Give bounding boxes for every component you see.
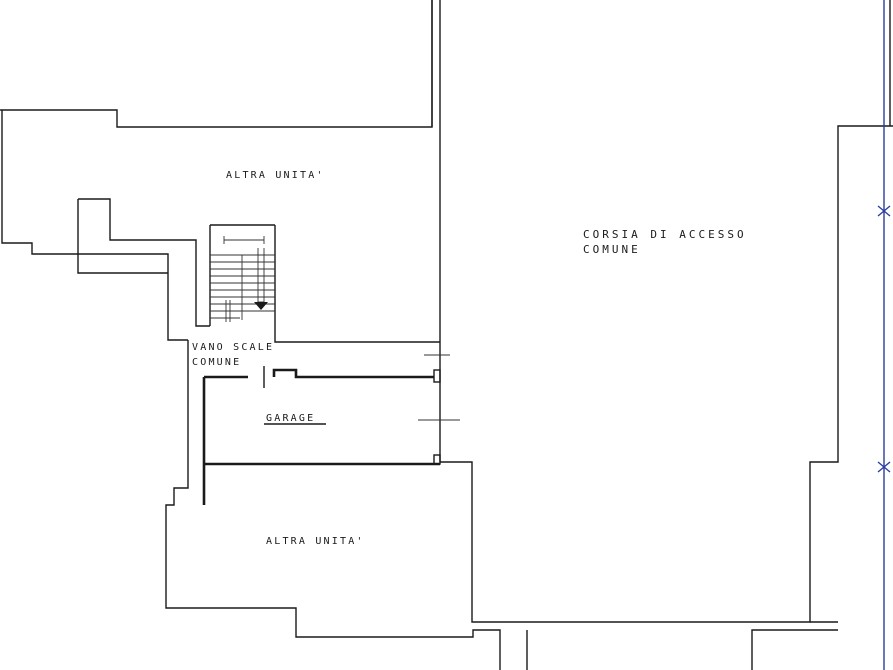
stair-arrow-icon: [254, 302, 268, 310]
garage-outline: [202, 354, 460, 505]
stairs: [210, 236, 275, 322]
unit-top-outline: [0, 0, 433, 341]
label-vano-line2: COMUNE: [192, 357, 241, 368]
property-boundary-line: [877, 0, 891, 670]
label-altra-unita-bottom: ALTRA UNITA': [266, 536, 365, 547]
label-corsia-line2: COMUNE: [583, 243, 641, 256]
label-altra-unita-top: ALTRA UNITA': [226, 170, 325, 181]
unit-bottom-outline: [440, 125, 893, 623]
label-corsia-line1: CORSIA DI ACCESSO: [583, 228, 747, 241]
corridor-west-wall: [431, 0, 441, 462]
label-vano-line1: VANO SCALE: [192, 342, 274, 353]
stair-hall-outline: [77, 198, 440, 343]
label-garage: GARAGE: [266, 413, 315, 424]
stair-hall-west-wall: [165, 340, 501, 670]
bottom-edge-walls: [526, 621, 838, 670]
